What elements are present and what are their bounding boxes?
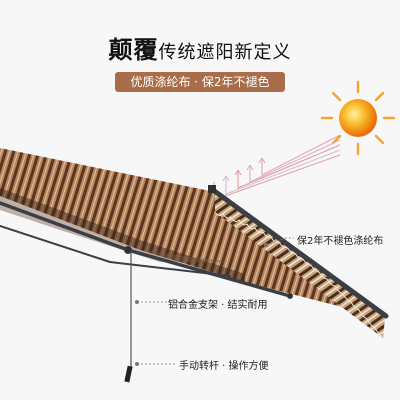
tagline-pill: 优质涤纶布 · 保2年不褪色: [115, 72, 285, 92]
headline-bold: 颠覆: [108, 36, 159, 64]
front-bar: [210, 187, 389, 319]
headline-rest: 传统遮阳新定义: [158, 42, 292, 63]
callout-lines: [134, 237, 294, 366]
callout-fabric: 保2年不褪色涤纶布: [297, 236, 384, 247]
sun-icon: [320, 80, 396, 156]
headline: 颠覆传统遮阳新定义: [0, 30, 400, 65]
callout-crank: 手动转杆 · 操作方便: [179, 361, 269, 372]
uv-arrows-icon: [213, 134, 341, 201]
awning-valance: [215, 192, 385, 338]
crank-handle-icon: [124, 252, 133, 383]
awning-canopy: [0, 148, 385, 318]
callout-frame: 铝合金支架 · 结实耐用: [168, 300, 268, 311]
aluminium-arms: [0, 201, 293, 299]
